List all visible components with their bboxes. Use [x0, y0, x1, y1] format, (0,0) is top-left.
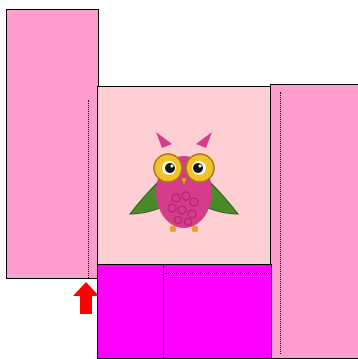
- dotted-guide-right: [280, 92, 281, 354]
- sliding-block-tall-left[interactable]: [6, 9, 99, 279]
- owl-eye-left: [154, 154, 182, 182]
- dotted-guide-left: [88, 100, 89, 278]
- sliding-block-bottom-wide[interactable]: [163, 264, 272, 359]
- dotted-guide-bottom: [165, 273, 271, 274]
- owl-icon[interactable]: [124, 128, 244, 238]
- owl-ear-left: [156, 132, 172, 148]
- owl-ear-right: [196, 132, 212, 148]
- sliding-block-tall-right[interactable]: [270, 84, 358, 359]
- sliding-block-bottom-small[interactable]: [97, 264, 165, 359]
- owl-eye-right: [186, 154, 214, 182]
- red-up-arrow-icon[interactable]: [72, 281, 100, 315]
